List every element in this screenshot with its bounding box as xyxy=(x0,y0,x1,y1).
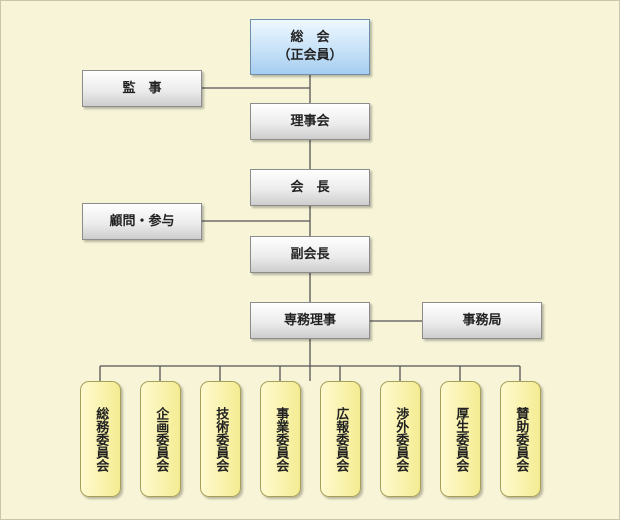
vice-president-box: 副会長 xyxy=(250,236,370,273)
committee-public-relations: 広報委員会 xyxy=(320,381,361,497)
advisors-box: 顧問・参与 xyxy=(82,203,202,240)
committee-general-affairs: 総務委員会 xyxy=(80,381,121,497)
general-assembly-box: 総 会 （正会員） xyxy=(250,19,370,75)
general-assembly-subtitle: （正会員） xyxy=(277,48,343,63)
committee-supporting: 賛助委員会 xyxy=(500,381,541,497)
auditor-box: 監 事 xyxy=(82,70,202,107)
secretariat-box: 事務局 xyxy=(422,302,542,339)
president-box: 会 長 xyxy=(250,169,370,206)
committee-external-affairs: 渉外委員会 xyxy=(380,381,421,497)
committee-welfare: 厚生委員会 xyxy=(440,381,481,497)
committee-technical: 技術委員会 xyxy=(200,381,241,497)
committee-business: 事業委員会 xyxy=(260,381,301,497)
committee-planning: 企画委員会 xyxy=(140,381,181,497)
executive-director-box: 専務理事 xyxy=(250,302,370,339)
board-box: 理事会 xyxy=(250,103,370,140)
general-assembly-title: 総 会 xyxy=(290,30,330,46)
